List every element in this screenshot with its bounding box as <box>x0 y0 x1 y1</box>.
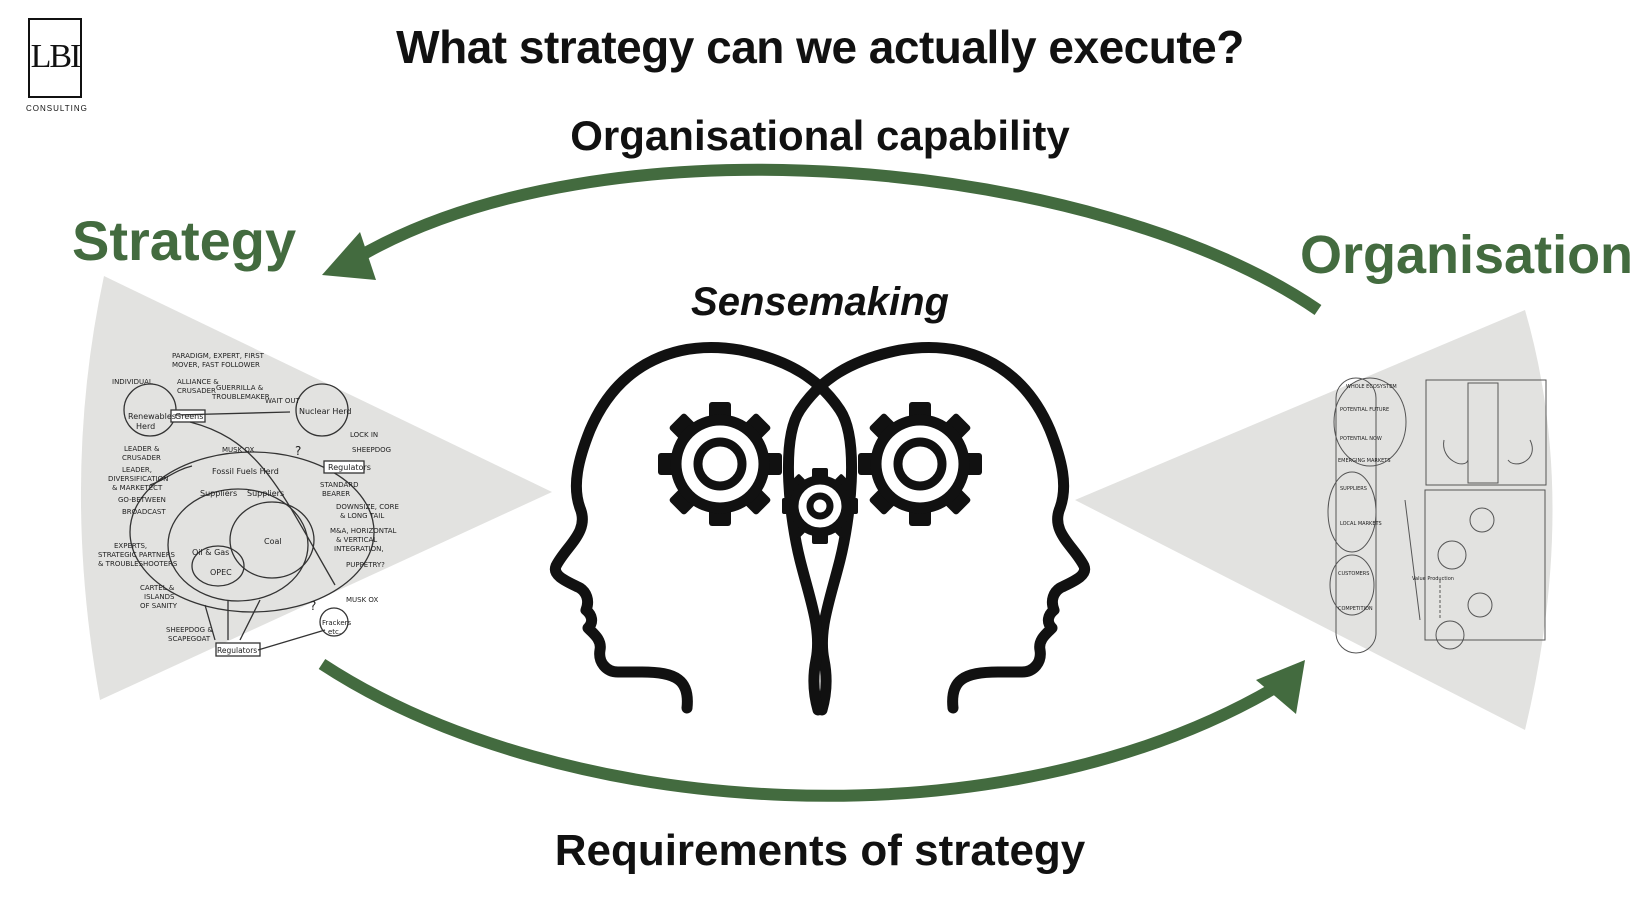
sm-experts-1: EXPERTS, <box>114 542 147 550</box>
sm-go-between: GO-BETWEEN <box>118 496 166 504</box>
top-arrow-head <box>322 232 376 280</box>
sm-nuclear-herd: Nuclear Herd <box>299 407 352 416</box>
sm-question-top: ? <box>295 444 301 458</box>
om-potential-future: POTENTIAL FUTURE <box>1340 407 1389 413</box>
sm-paradigm: PARADIGM, EXPERT, FIRST <box>172 352 265 360</box>
om-suppliers: SUPPLIERS <box>1340 486 1367 492</box>
bottom-arrow-head <box>1256 660 1305 714</box>
sm-experts-2: STRATEGIC PARTNERS <box>98 551 176 559</box>
sm-leader-div-2: DIVERSIFICATION <box>108 475 168 483</box>
sm-leader-crusader-1: LEADER & <box>124 445 160 453</box>
sm-oil-gas: Oil & Gas <box>192 548 229 557</box>
sm-mna-2: & VERTICAL <box>336 536 377 544</box>
sm-regulators: Regulators <box>328 463 371 472</box>
sm-mna-1: M&A, HORIZONTAL <box>330 527 397 535</box>
sm-standard-2: BEARER <box>322 490 350 498</box>
sm-broadcast: BROADCAST <box>122 508 166 516</box>
sm-downsize-1: DOWNSIZE, CORE <box>336 503 399 511</box>
sm-musk-ox-bottom: MUSK OX <box>346 596 378 604</box>
om-potential-now: POTENTIAL NOW <box>1340 436 1382 442</box>
sm-cartel-1: CARTEL & <box>140 584 175 592</box>
sm-musk-ox-top: MUSK OX <box>222 446 254 454</box>
sm-question-bottom: ? <box>310 599 316 613</box>
sm-mover: MOVER, FAST FOLLOWER <box>172 361 260 369</box>
sm-frackers-1: Frackers <box>322 619 352 627</box>
sm-leader-div-3: & MARKETECT <box>112 484 163 492</box>
sm-scapegoat-1: SHEEPDOG & <box>166 626 213 634</box>
sm-scapegoat-2: SCAPEGOAT <box>168 635 211 643</box>
sm-alliance: ALLIANCE & <box>177 378 219 386</box>
bottom-arrow <box>322 664 1278 796</box>
sm-cartel-3: OF SANITY <box>140 602 178 610</box>
om-whole-ecosystem: WHOLE ECOSYSTEM <box>1346 384 1397 390</box>
organisation-label: Organisation <box>1300 224 1633 286</box>
sm-renewables: Renewables <box>128 412 176 421</box>
sm-lock-in: LOCK IN <box>350 431 378 439</box>
sm-leader-crusader-2: CRUSADER <box>122 454 161 462</box>
sm-suppliers-1: Suppliers <box>200 489 237 498</box>
sm-suppliers-2: Suppliers <box>247 489 284 498</box>
sm-wait-out: WAIT OUT <box>265 397 301 405</box>
gears-icon <box>658 402 982 544</box>
sm-puppetry: PUPPETRY? <box>346 561 385 569</box>
sm-herd: Herd <box>136 422 155 431</box>
sm-frackers-2: etc. <box>328 628 341 636</box>
om-customers: CUSTOMERS <box>1338 571 1369 577</box>
sm-fossil-fuels: Fossil Fuels Herd <box>212 467 279 476</box>
page-title: What strategy can we actually execute? <box>0 20 1640 74</box>
sm-regulators-bottom: Regulators <box>217 646 257 655</box>
sm-downsize-2: & LONG TAIL <box>340 512 384 520</box>
organisation-wedge <box>1075 310 1553 730</box>
sm-cartel-2: ISLANDS <box>144 593 175 601</box>
sm-coal: Coal <box>264 537 282 546</box>
sm-greens: Greens <box>175 412 203 421</box>
bottom-arrow-label: Requirements of strategy <box>0 826 1640 876</box>
sensemaking-label: Sensemaking <box>0 280 1640 325</box>
sm-troublemaker: TROUBLEMAKER <box>211 393 270 401</box>
sm-sheepdog: SHEEPDOG <box>352 446 391 454</box>
sm-standard-1: STANDARD <box>320 481 359 489</box>
sm-opec: OPEC <box>210 568 232 577</box>
sm-experts-3: & TROUBLESHOOTERS <box>98 560 178 568</box>
om-emerging-markets: EMERGING MARKETS <box>1338 458 1391 464</box>
sm-mna-3: INTEGRATION, <box>334 545 384 553</box>
sm-leader-div-1: LEADER, <box>122 466 152 474</box>
sm-individual: INDIVIDUAL <box>112 378 153 386</box>
om-competition: COMPETITION <box>1338 606 1373 612</box>
om-value-production: Value Production <box>1412 576 1454 582</box>
top-arrow-label: Organisational capability <box>0 112 1640 160</box>
sm-guerrilla: GUERRILLA & <box>216 384 264 392</box>
om-local-markets: LOCAL MARKETS <box>1340 521 1382 527</box>
strategy-label: Strategy <box>72 208 296 273</box>
sm-crusader: CRUSADER <box>177 387 216 395</box>
